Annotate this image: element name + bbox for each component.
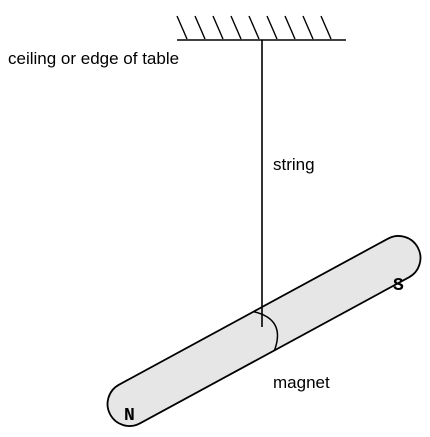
magnet-body xyxy=(106,235,422,427)
magnet-label: magnet xyxy=(273,373,330,392)
ceiling-hatching xyxy=(176,15,332,40)
north-pole-label: N xyxy=(124,406,135,426)
south-pole-label: S xyxy=(393,276,404,296)
magnet-center-divider xyxy=(253,310,279,351)
bar-magnet xyxy=(106,235,422,427)
string-label: string xyxy=(273,155,315,174)
ceiling xyxy=(176,15,346,41)
ceiling-label: ceiling or edge of table xyxy=(8,49,179,68)
